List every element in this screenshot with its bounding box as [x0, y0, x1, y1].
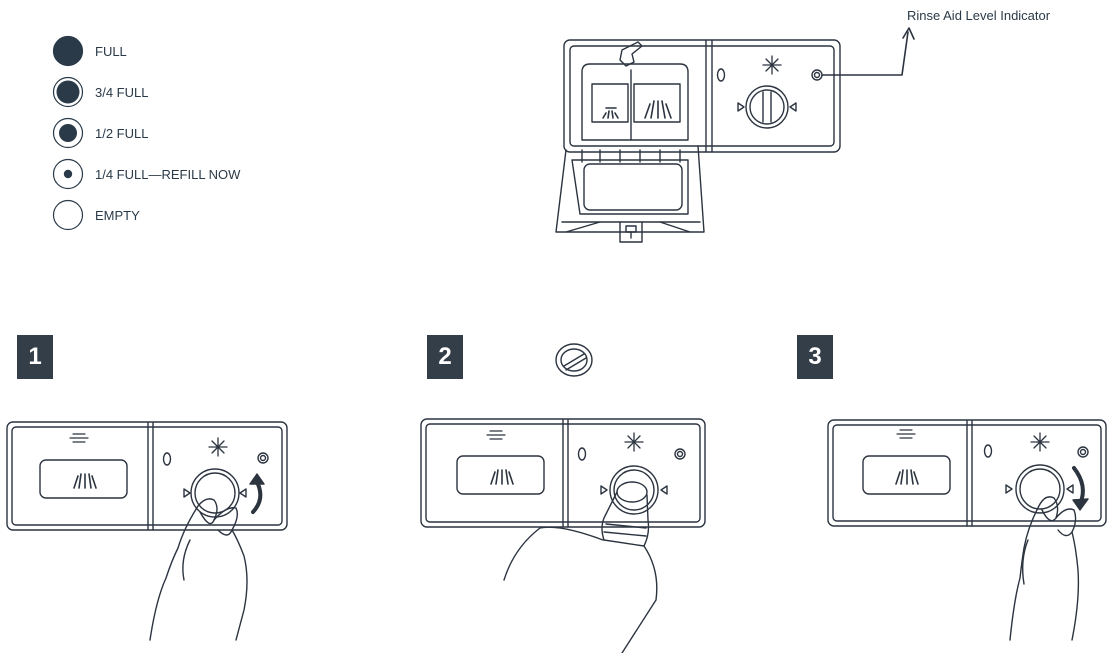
step-3-badge: 3: [797, 335, 833, 379]
legend-item-empty: EMPTY: [52, 199, 312, 231]
legend-label: 1/2 FULL: [95, 126, 149, 141]
legend-label: FULL: [95, 44, 127, 59]
rinse-aid-indicator-callout: Rinse Aid Level Indicator: [907, 8, 1051, 23]
step-1-drawing: [6, 421, 288, 641]
level-quarter-icon: [52, 158, 84, 190]
legend-label: EMPTY: [95, 208, 140, 223]
legend-item-full: FULL: [52, 35, 312, 67]
legend-item-half: 1/2 FULL: [52, 117, 312, 149]
legend-item-three-quarter: 3/4 FULL: [52, 76, 312, 108]
level-three-quarter-icon: [52, 76, 84, 108]
legend-label: 1/4 FULL—REFILL NOW: [95, 167, 241, 182]
step-1-badge: 1: [17, 335, 53, 379]
level-empty-icon: [52, 199, 84, 231]
legend-label: 3/4 FULL: [95, 85, 149, 100]
open-dispenser-drawing: [555, 27, 915, 243]
step-2-drawing: [420, 343, 706, 653]
step-2-badge: 2: [427, 335, 463, 379]
level-half-icon: [52, 117, 84, 149]
step-3-drawing: [827, 419, 1107, 641]
legend-item-quarter: 1/4 FULL—REFILL NOW: [52, 158, 312, 190]
level-full-icon: [52, 35, 84, 67]
